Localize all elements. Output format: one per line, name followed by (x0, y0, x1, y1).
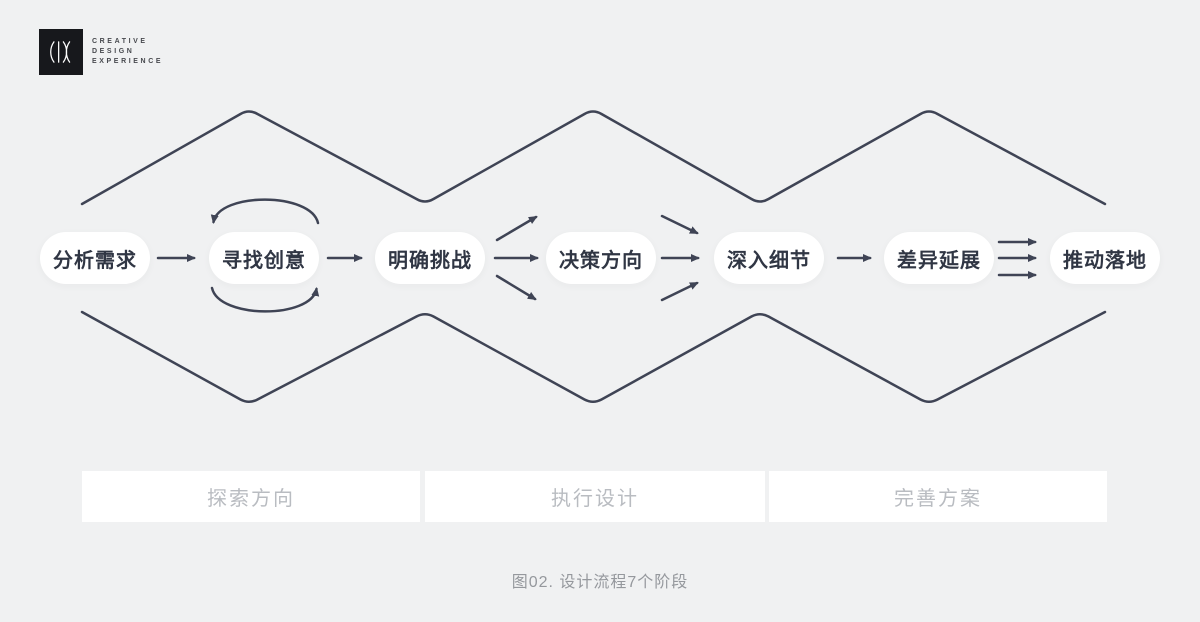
stage-find-ideas: 寻找创意 (209, 232, 319, 284)
phase-execute-design: 执行设计 (425, 471, 765, 522)
phase-refine-solution: 完善方案 (769, 471, 1107, 522)
stage-define-challenge: 明确挑战 (375, 232, 485, 284)
arrow-4-5-up (660, 214, 699, 235)
zigzag-top-line (80, 110, 1107, 206)
logo-word-design: DESIGN (92, 48, 135, 55)
cdc-logo-glyph (50, 41, 71, 63)
logo-word-creative: CREATIVE (92, 38, 148, 45)
stage-label: 深入细节 (727, 249, 811, 272)
figure-caption: 图02. 设计流程7个阶段 (511, 574, 689, 591)
stage-label: 决策方向 (559, 249, 643, 272)
logo: CREATIVE DESIGN EXPERIENCE (39, 29, 163, 75)
stage-extend-differences: 差异延展 (884, 232, 994, 284)
stage-deep-details: 深入细节 (714, 232, 824, 284)
arrow-3-4-up (495, 215, 538, 242)
stage-label: 寻找创意 (222, 249, 306, 272)
cdc-logo-icon (39, 29, 83, 75)
stage-decide-direction: 决策方向 (546, 232, 656, 284)
phase-label: 完善方案 (894, 488, 982, 510)
stage-push-landing: 推动落地 (1050, 232, 1160, 284)
arrow-4-5-down (660, 281, 699, 302)
stage-label: 明确挑战 (388, 249, 472, 272)
stage-analyze-needs: 分析需求 (40, 232, 150, 284)
arrow-3-4-down (495, 274, 537, 301)
loop-arrow-bottom (210, 286, 320, 313)
loop-arrow-top (210, 198, 320, 225)
phase-explore-direction: 探索方向 (82, 471, 420, 522)
stage-label: 推动落地 (1063, 249, 1147, 272)
phase-label: 探索方向 (207, 488, 295, 510)
logo-wordmark: CREATIVE DESIGN EXPERIENCE (92, 37, 163, 67)
logo-word-experience: EXPERIENCE (92, 58, 164, 65)
zigzag-bottom-line (80, 310, 1107, 403)
stage-label: 差异延展 (897, 249, 981, 272)
stage-label: 分析需求 (53, 249, 137, 272)
phase-label: 执行设计 (551, 488, 639, 510)
